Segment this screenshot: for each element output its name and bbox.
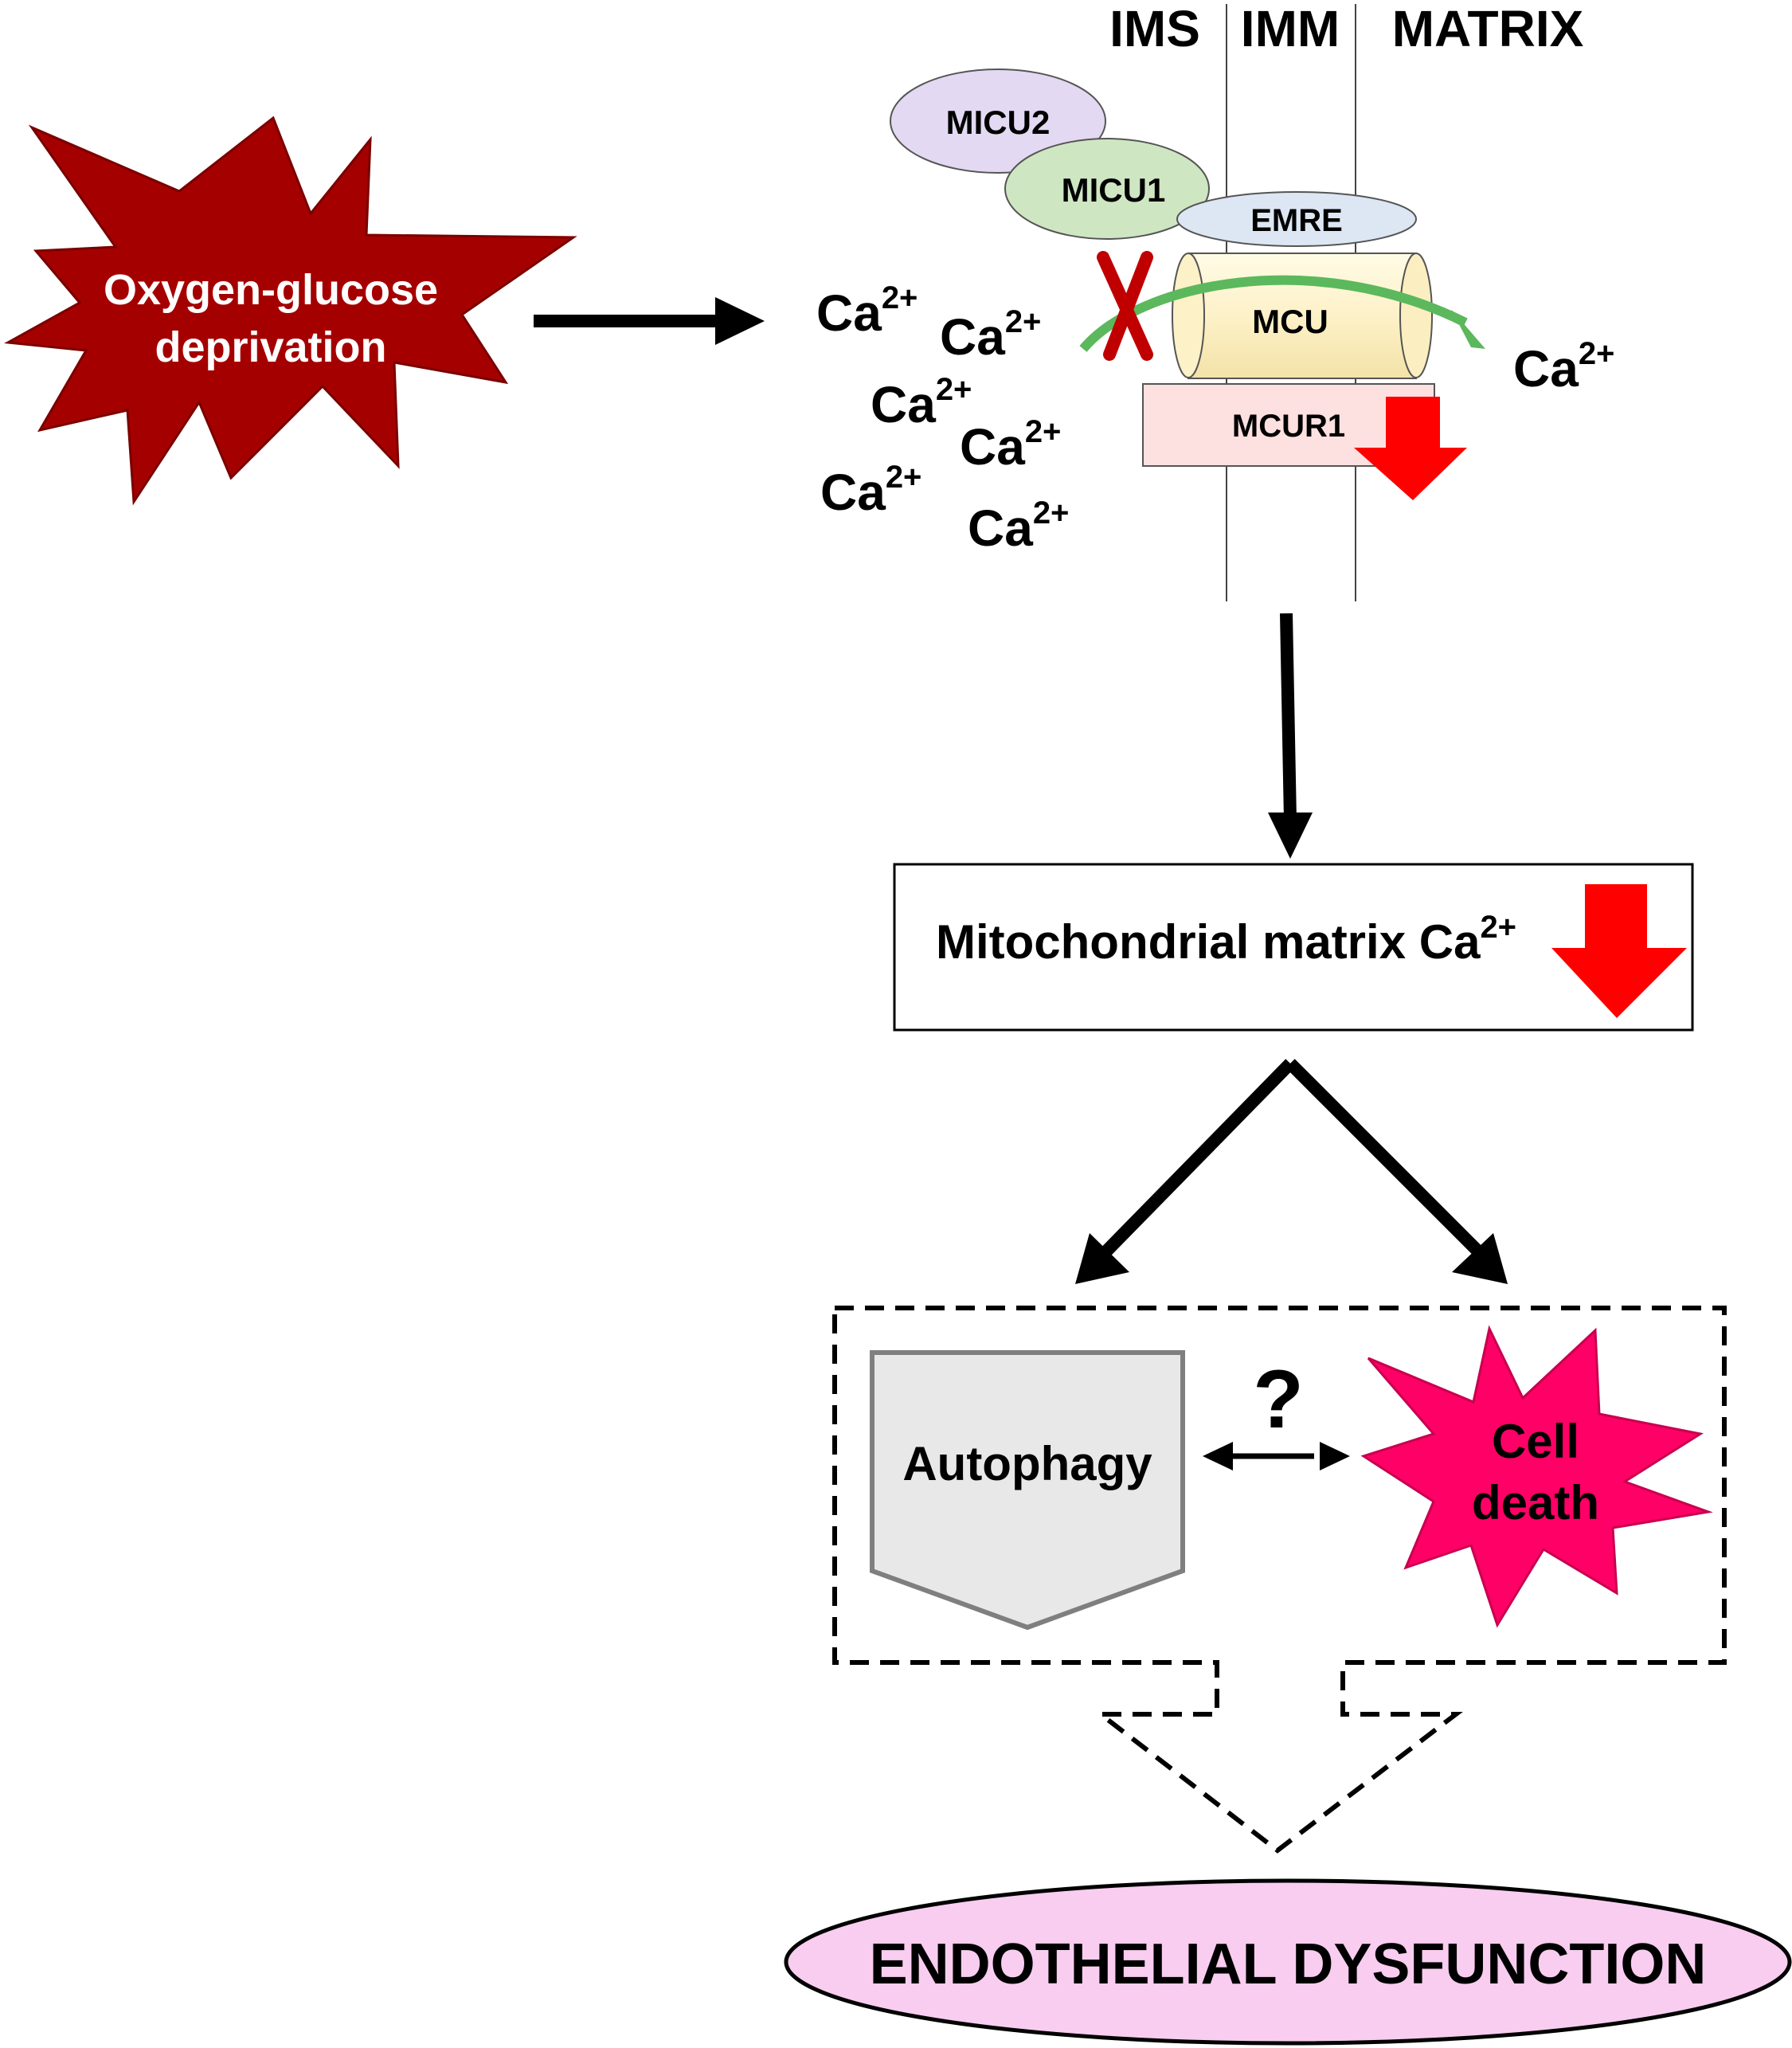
- crosstalk-question-mark: ?: [1253, 1353, 1304, 1446]
- calcium-ion-label: Ca2+: [960, 414, 1061, 476]
- mcu-label: MCU: [1252, 303, 1328, 340]
- oxygen-glucose-deprivation-burst: Oxygen-glucose deprivation: [4, 116, 577, 506]
- micu1-protein: [1004, 138, 1210, 240]
- mcur1-label: MCUR1: [1232, 409, 1345, 444]
- calcium-ion-label: Ca2+: [871, 372, 972, 433]
- endothelial-dysfunction-shape: [784, 1878, 1792, 2046]
- matrix-calcium-ion-label: Ca2+: [1513, 336, 1614, 397]
- branch-left-arrowhead: [1075, 1233, 1129, 1284]
- stimulus-label-line2: deprivation: [155, 323, 386, 371]
- endothelial-dysfunction-node: ENDOTHELIAL DYSFUNCTION: [784, 1878, 1792, 2046]
- branching-arrows: [1075, 1059, 1508, 1284]
- stimulus-to-uniporter-arrow: [534, 297, 765, 345]
- cell-death-node: Cell death: [1360, 1325, 1713, 1628]
- micu2-label: MICU2: [946, 104, 1051, 141]
- autophagy-node: Autophagy: [870, 1350, 1185, 1631]
- branch-right-arrowhead: [1452, 1233, 1508, 1284]
- membrane-header: IMS IMM MATRIX: [1109, 0, 1584, 601]
- matrix-calcium-label: Mitochondrial matrix Ca2+: [936, 910, 1516, 969]
- cell-death-label-line1: Cell: [1492, 1415, 1579, 1468]
- autophagy-shape: [870, 1350, 1185, 1631]
- calcium-ion-label: Ca2+: [820, 460, 921, 521]
- calcium-flux-arrowhead: [1451, 309, 1485, 349]
- cell-death-starburst-shape: [1360, 1325, 1713, 1628]
- calcium-flux-arrow: [1079, 275, 1468, 352]
- cell-death-label-line2: death: [1472, 1476, 1599, 1529]
- emre-label: EMRE: [1250, 203, 1343, 238]
- autophagy-label: Autophagy: [902, 1437, 1152, 1490]
- crosstalk-arrow: ?: [1203, 1353, 1350, 1470]
- mitochondrial-matrix-calcium-box: Mitochondrial matrix Ca2+: [893, 863, 1694, 1032]
- uniporter-to-matrix-arrow: [1268, 613, 1313, 859]
- matrix-calcium-decrease-arrow: [1551, 884, 1687, 1018]
- calcium-ion-label: Ca2+: [940, 304, 1041, 366]
- mcu-protein: [1187, 253, 1417, 379]
- calcium-ion-label: Ca2+: [816, 280, 918, 342]
- flux-blocked-x-mark: [1097, 251, 1153, 361]
- ims-label: IMS: [1109, 0, 1200, 57]
- endothelial-dysfunction-label: ENDOTHELIAL DYSFUNCTION: [870, 1932, 1707, 1996]
- outcomes-dashed-box: [832, 1306, 1727, 1854]
- stimulus-starburst-shape: [4, 116, 577, 506]
- mcur1-decrease-arrow: [1354, 397, 1467, 500]
- emre-protein: [1176, 191, 1417, 247]
- mcu-cylinder-front-cap: [1172, 253, 1205, 378]
- mitochondrial-calcium-uniporter-complex: MICU2 MICU1 EMRE MCU MCUR1: [890, 69, 1485, 500]
- imm-label: IMM: [1241, 0, 1340, 57]
- calcium-ion-label: Ca2+: [968, 495, 1069, 557]
- stimulus-label-line1: Oxygen-glucose: [104, 266, 438, 314]
- cytosolic-calcium-ions: Ca2+ Ca2+ Ca2+ Ca2+ Ca2+ Ca2+: [816, 280, 1069, 557]
- micu1-label: MICU1: [1062, 171, 1166, 209]
- mcu-cylinder-back-cap: [1399, 253, 1433, 378]
- matrix-label: MATRIX: [1392, 0, 1584, 57]
